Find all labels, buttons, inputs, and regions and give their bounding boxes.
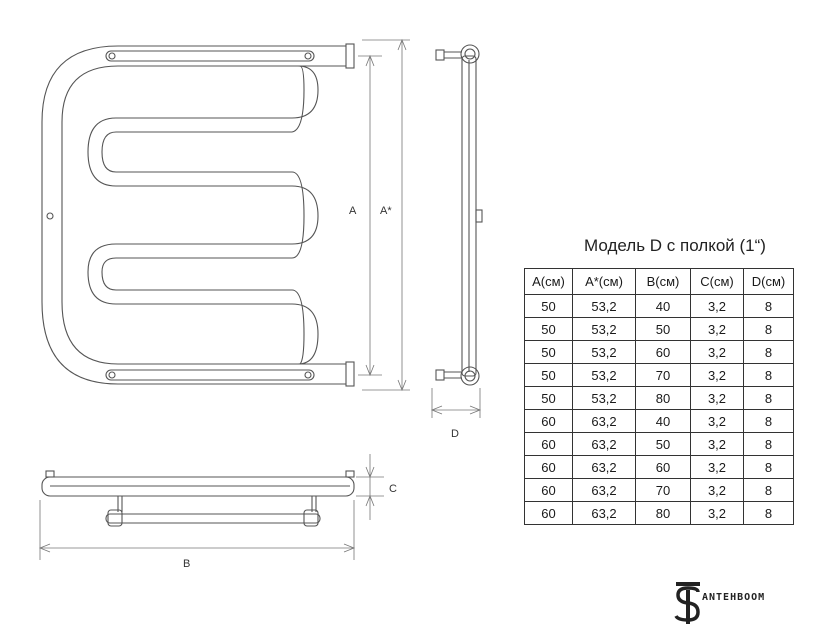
label-b: B bbox=[183, 558, 190, 570]
label-a-star: A* bbox=[380, 205, 392, 217]
cell-a-star: 53,2 bbox=[572, 363, 636, 387]
model-title: Модель D с полкой (1“) bbox=[584, 236, 766, 255]
side-view bbox=[430, 44, 483, 418]
mounting-hole bbox=[46, 212, 54, 220]
cell-a-star: 63,2 bbox=[572, 501, 636, 525]
cell-c: 3,2 bbox=[690, 386, 744, 410]
header-b: B(см) bbox=[635, 268, 691, 295]
cell-b: 50 bbox=[635, 432, 691, 456]
cell-b: 80 bbox=[635, 386, 691, 410]
cell-d: 8 bbox=[743, 501, 794, 525]
cell-a: 60 bbox=[524, 409, 573, 433]
cell-d: 8 bbox=[743, 409, 794, 433]
cell-c: 3,2 bbox=[690, 478, 744, 502]
cell-b: 70 bbox=[635, 478, 691, 502]
cell-d: 8 bbox=[743, 363, 794, 387]
rail-inner-contour bbox=[61, 65, 346, 365]
header-a-star: A*(см) bbox=[572, 268, 636, 295]
cell-a: 60 bbox=[524, 501, 573, 525]
cell-d: 8 bbox=[743, 317, 794, 341]
rail-outer-contour bbox=[41, 45, 346, 385]
cell-a-star: 63,2 bbox=[572, 478, 636, 502]
brand-logo: ANTEHBOOM bbox=[672, 578, 782, 628]
cell-a-star: 53,2 bbox=[572, 340, 636, 364]
header-d: D(см) bbox=[743, 268, 794, 295]
serpentine-coil-inner bbox=[101, 65, 305, 365]
top-view bbox=[38, 454, 384, 560]
cell-d: 8 bbox=[743, 294, 794, 318]
cell-d: 8 bbox=[743, 340, 794, 364]
shelf-bar bbox=[105, 513, 321, 524]
cell-a: 60 bbox=[524, 478, 573, 502]
cell-a: 50 bbox=[524, 317, 573, 341]
top-bar-slot bbox=[105, 50, 315, 62]
cell-c: 3,2 bbox=[690, 455, 744, 479]
cell-b: 50 bbox=[635, 317, 691, 341]
cell-b: 60 bbox=[635, 455, 691, 479]
cell-a: 60 bbox=[524, 432, 573, 456]
cell-a-star: 53,2 bbox=[572, 386, 636, 410]
front-view bbox=[41, 43, 355, 387]
cell-b: 40 bbox=[635, 409, 691, 433]
cell-b: 40 bbox=[635, 294, 691, 318]
label-a: A bbox=[349, 205, 357, 217]
top-pipe bbox=[41, 476, 355, 497]
cell-c: 3,2 bbox=[690, 363, 744, 387]
cell-c: 3,2 bbox=[690, 317, 744, 341]
cell-a: 50 bbox=[524, 340, 573, 364]
cell-a-star: 63,2 bbox=[572, 409, 636, 433]
cell-d: 8 bbox=[743, 432, 794, 456]
cell-a-star: 53,2 bbox=[572, 294, 636, 318]
cell-a: 50 bbox=[524, 294, 573, 318]
table-header-row: A(см) A*(см) B(см) C(см) D(см) bbox=[524, 268, 794, 295]
cell-a-star: 63,2 bbox=[572, 432, 636, 456]
cell-b: 80 bbox=[635, 501, 691, 525]
brand-emblem-icon bbox=[674, 582, 700, 624]
cell-b: 70 bbox=[635, 363, 691, 387]
cell-a: 50 bbox=[524, 386, 573, 410]
dimension-a bbox=[358, 38, 410, 392]
cell-c: 3,2 bbox=[690, 294, 744, 318]
cell-c: 3,2 bbox=[690, 432, 744, 456]
cell-a: 50 bbox=[524, 363, 573, 387]
bottom-bar-slot bbox=[105, 369, 315, 381]
cell-c: 3,2 bbox=[690, 340, 744, 364]
serpentine-coil-outer bbox=[87, 65, 319, 365]
cell-a-star: 63,2 bbox=[572, 455, 636, 479]
cell-a-star: 53,2 bbox=[572, 317, 636, 341]
cell-b: 60 bbox=[635, 340, 691, 364]
brand-name: ANTEHBOOM bbox=[702, 592, 766, 603]
cell-d: 8 bbox=[743, 455, 794, 479]
label-d: D bbox=[451, 428, 459, 440]
label-c: C bbox=[389, 483, 397, 495]
cell-c: 3,2 bbox=[690, 409, 744, 433]
cell-d: 8 bbox=[743, 478, 794, 502]
cell-a: 60 bbox=[524, 455, 573, 479]
header-a: A(см) bbox=[524, 268, 573, 295]
cell-d: 8 bbox=[743, 386, 794, 410]
cell-c: 3,2 bbox=[690, 501, 744, 525]
header-c: C(см) bbox=[690, 268, 744, 295]
